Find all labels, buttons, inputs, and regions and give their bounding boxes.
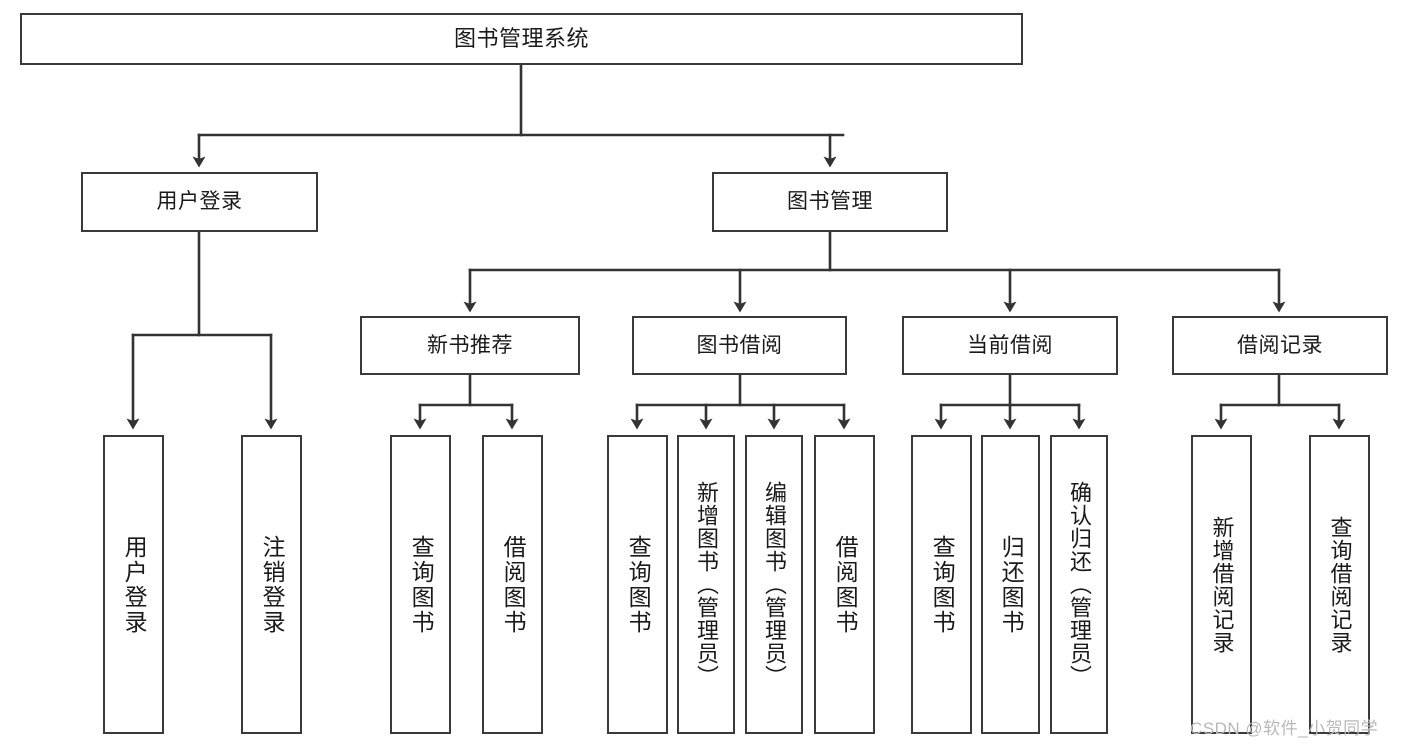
leaf-query-book-current[interactable]: 查询图书: [911, 435, 972, 734]
node-label: 用户登录: [121, 534, 148, 635]
node-label: 借阅记录: [1237, 333, 1323, 357]
node-book-management-system[interactable]: 图书管理系统: [20, 13, 1023, 65]
node-current-borrow[interactable]: 当前借阅: [902, 316, 1118, 375]
node-label: 查询图书: [408, 534, 435, 635]
watermark: CSDN @软件_小贺同学: [1190, 719, 1379, 738]
leaf-edit-book-admin[interactable]: 编辑图书（管理员）: [745, 435, 803, 734]
node-label: 图书管理系统: [453, 25, 589, 51]
leaf-user-login[interactable]: 用户登录: [103, 435, 164, 734]
leaf-query-book-borrow[interactable]: 查询图书: [607, 435, 668, 734]
leaf-confirm-return-admin[interactable]: 确认归还（管理员）: [1050, 435, 1108, 734]
node-label: 当前借阅: [967, 333, 1053, 357]
node-label: 查询图书: [625, 534, 652, 635]
leaf-add-book-admin[interactable]: 新增图书（管理员）: [677, 435, 735, 734]
node-label: 归还图书: [998, 534, 1025, 635]
node-label: 编辑图书（管理员）: [761, 481, 787, 688]
node-label: 查询图书: [929, 534, 956, 635]
node-label: 确认归还（管理员）: [1066, 481, 1092, 688]
node-label: 查询借阅记录: [1327, 515, 1353, 654]
node-label: 图书管理: [787, 190, 873, 214]
node-label: 新增借阅记录: [1209, 515, 1235, 654]
leaf-return-book[interactable]: 归还图书: [981, 435, 1040, 734]
leaf-logout-login[interactable]: 注销登录: [241, 435, 302, 734]
node-user-login[interactable]: 用户登录: [81, 172, 318, 232]
node-label: 注销登录: [259, 534, 286, 635]
leaf-query-borrow-record[interactable]: 查询借阅记录: [1309, 435, 1370, 734]
node-label: 新书推荐: [427, 333, 513, 357]
node-label: 借阅图书: [500, 534, 527, 635]
node-label: 用户登录: [156, 190, 243, 214]
node-borrow-record[interactable]: 借阅记录: [1172, 316, 1388, 375]
leaf-add-borrow-record[interactable]: 新增借阅记录: [1191, 435, 1252, 734]
leaf-borrow-book-new-recommend[interactable]: 借阅图书: [482, 435, 543, 734]
leaf-query-book-new-recommend[interactable]: 查询图书: [390, 435, 451, 734]
node-label: 新增图书（管理员）: [693, 481, 719, 688]
node-new-book-recommend[interactable]: 新书推荐: [360, 316, 580, 375]
node-book-borrow[interactable]: 图书借阅: [632, 316, 847, 375]
node-label: 借阅图书: [832, 534, 859, 635]
node-book-management[interactable]: 图书管理: [712, 172, 948, 232]
node-label: 图书借阅: [696, 333, 783, 357]
leaf-borrow-book-borrow[interactable]: 借阅图书: [814, 435, 875, 734]
